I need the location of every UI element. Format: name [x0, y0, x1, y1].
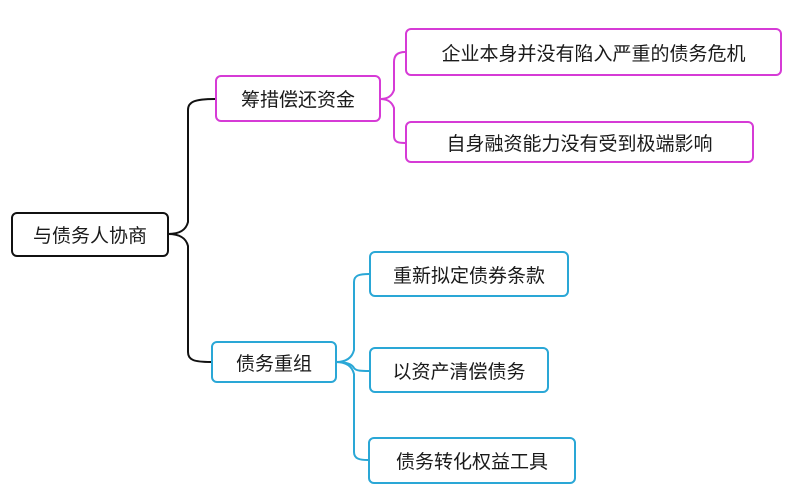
leaf-node-label: 以资产清偿债务	[392, 360, 526, 383]
branch-node-debt-restructuring[interactable]: 债务重组	[211, 341, 337, 383]
leaf-node-asset-settlement[interactable]: 以资产清偿债务	[369, 347, 549, 393]
leaf-node-financing-unaffected[interactable]: 自身融资能力没有受到极端影响	[405, 121, 754, 163]
leaf-node-label: 企业本身并没有陷入严重的债务危机	[441, 42, 746, 65]
leaf-node-no-debt-crisis[interactable]: 企业本身并没有陷入严重的债务危机	[405, 28, 782, 76]
leaf-node-renegotiate-terms[interactable]: 重新拟定债券条款	[369, 251, 569, 297]
branch-node-label: 债务重组	[235, 352, 312, 375]
root-node[interactable]: 与债务人协商	[11, 212, 169, 257]
branch-node-label: 筹措偿还资金	[240, 89, 355, 111]
leaf-node-label: 债务转化权益工具	[395, 451, 548, 473]
leaf-node-label: 自身融资能力没有受到极端影响	[446, 132, 713, 155]
leaf-node-debt-to-equity[interactable]: 债务转化权益工具	[368, 437, 576, 484]
leaf-node-label: 重新拟定债券条款	[392, 264, 545, 287]
branch-node-fundraising[interactable]: 筹措偿还资金	[215, 75, 381, 122]
root-node-label: 与债务人协商	[32, 225, 147, 247]
